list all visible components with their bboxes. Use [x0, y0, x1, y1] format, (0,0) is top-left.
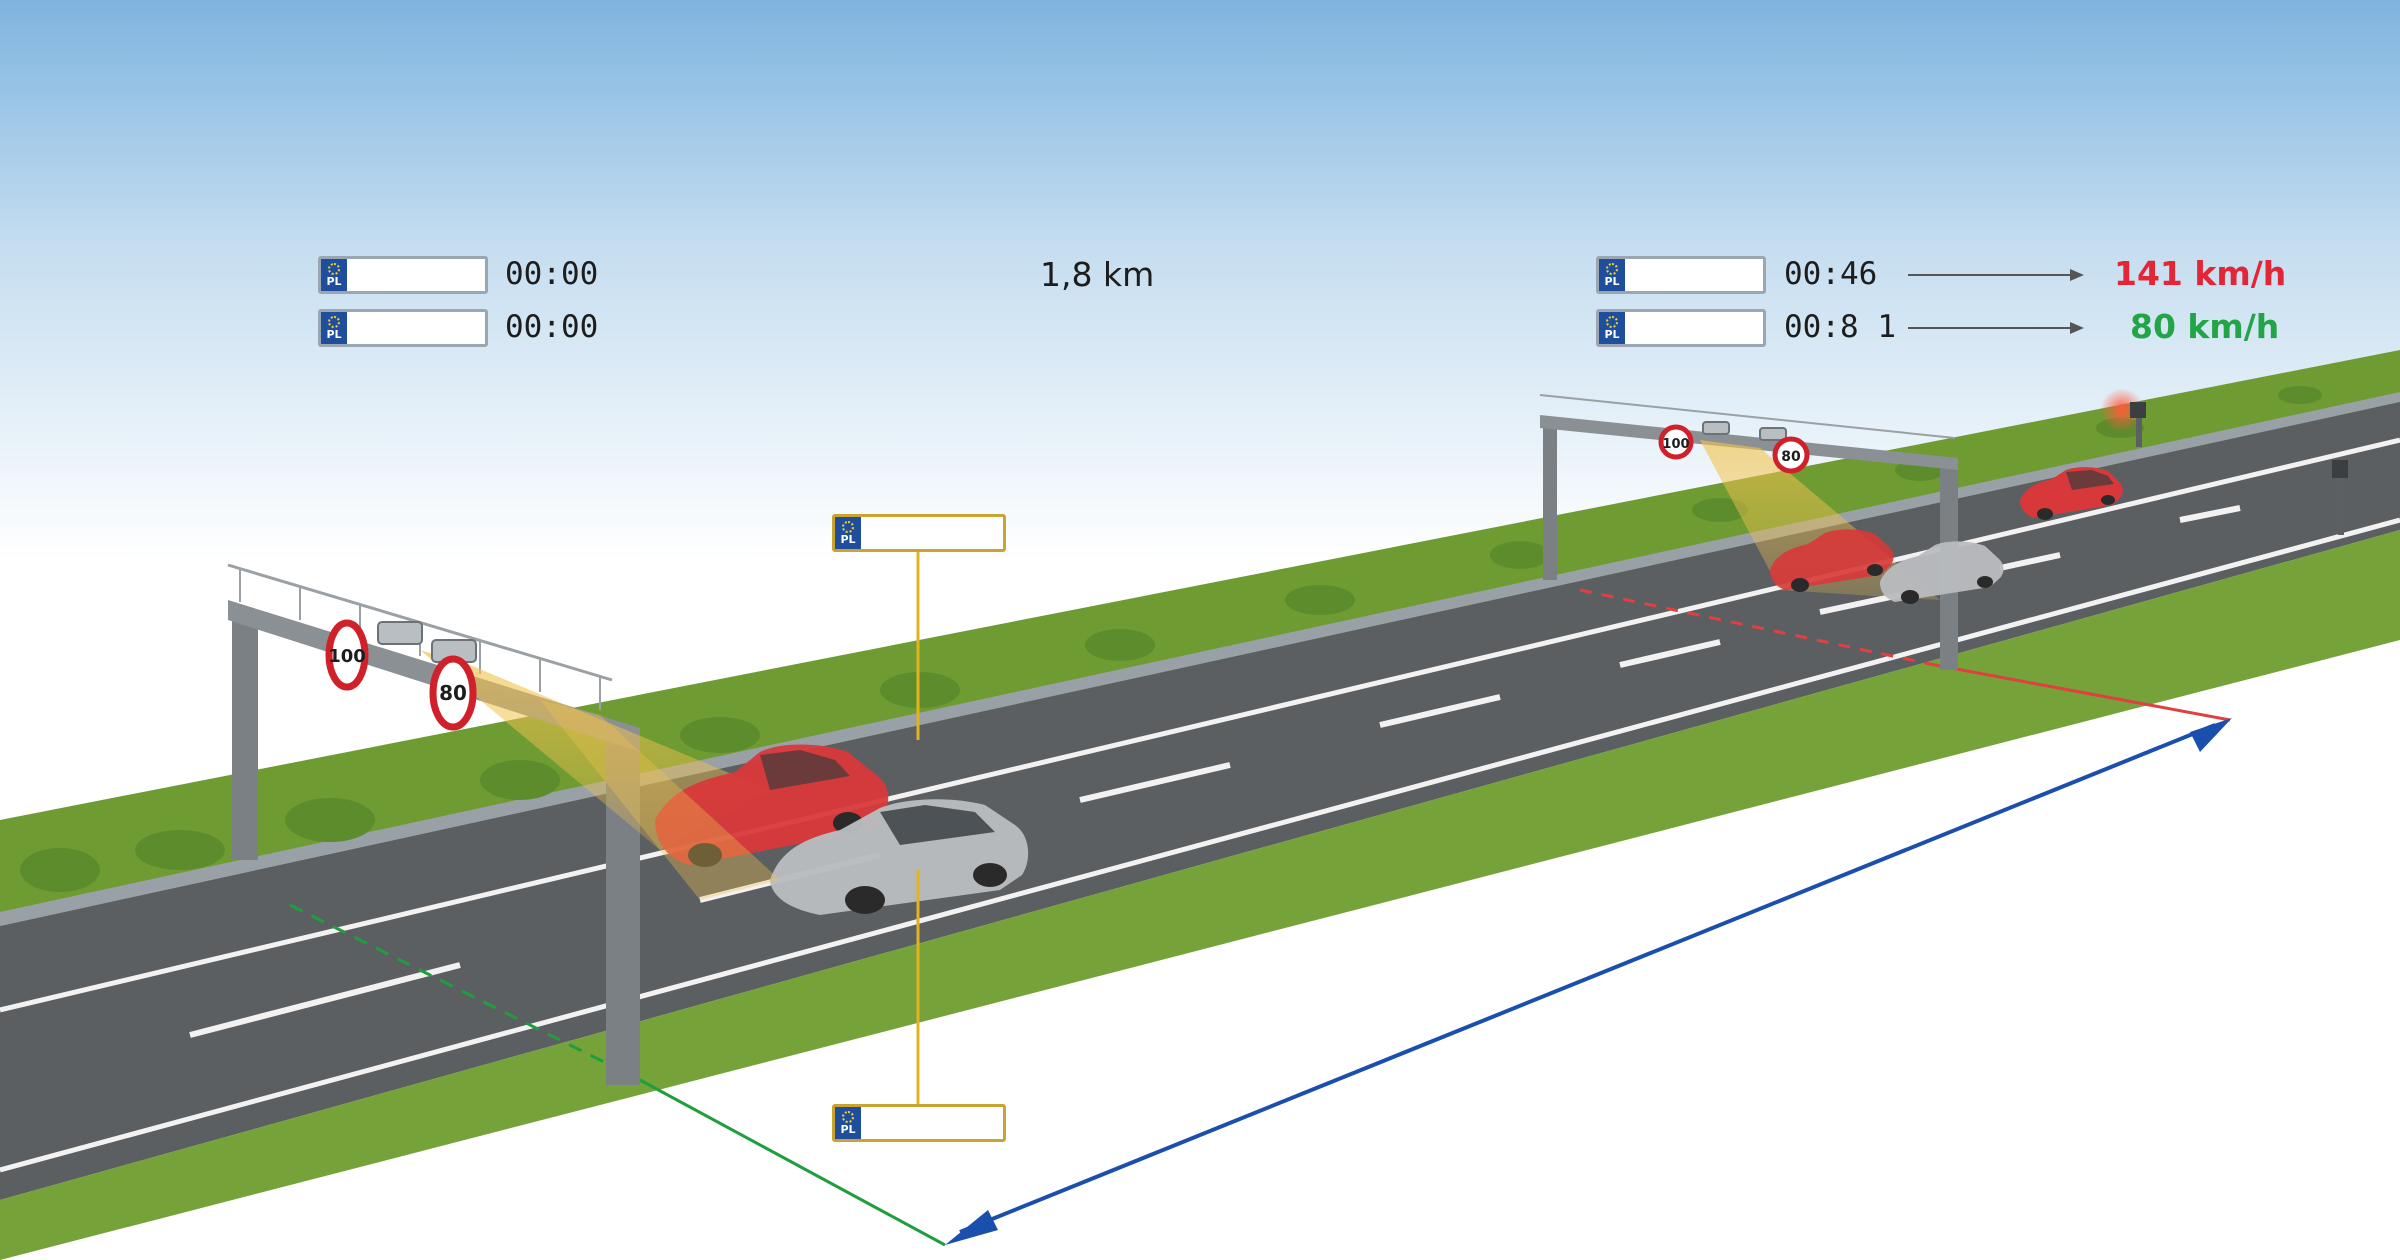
silver-car-entry — [770, 799, 1029, 915]
entry-ground-line — [639, 1078, 946, 1247]
exit-plate-1: PL — [1596, 256, 1766, 294]
distance-arrow — [945, 718, 2232, 1245]
entry-sign-80: 80 — [429, 655, 477, 731]
svg-text:80: 80 — [1781, 449, 1801, 465]
silver-car-plate-callout: PL — [832, 1104, 1006, 1142]
exit-time-2: 00:8 1 — [1784, 309, 1896, 345]
eu-band: PL — [835, 1107, 861, 1139]
entry-plate-2: PL — [318, 309, 488, 347]
eu-band: PL — [321, 312, 347, 344]
exit-sign-100: 100 — [1658, 424, 1694, 460]
entry-beam-overlay — [540, 700, 780, 900]
entry-sign-100: 100 — [325, 619, 369, 691]
svg-text:100: 100 — [1662, 437, 1689, 452]
exit-sign-80: 80 — [1772, 436, 1810, 474]
speed-within-limit: 80 km/h — [2130, 307, 2280, 346]
exit-time-1: 00:46 — [1784, 256, 1878, 292]
result-arrow-1 — [1908, 269, 2084, 281]
section-distance: 1,8 km — [1040, 255, 1155, 294]
entry-time-2: 00:00 — [505, 309, 599, 345]
eu-band: PL — [1599, 259, 1625, 291]
near-verge — [0, 530, 2400, 1260]
svg-text:100: 100 — [328, 646, 366, 667]
svg-text:80: 80 — [439, 681, 467, 705]
eu-band: PL — [835, 517, 861, 549]
hedge-row — [20, 386, 2322, 892]
exit-section-line — [1579, 588, 1936, 667]
red-car-exit — [1770, 529, 1894, 592]
red-car-plate-callout: PL — [832, 514, 1006, 552]
eu-band: PL — [1599, 312, 1625, 344]
entry-plate-1: PL — [318, 256, 488, 294]
red-car-far — [2020, 467, 2123, 520]
silver-car-exit — [1880, 541, 2004, 604]
exit-ground-line — [1934, 663, 2231, 722]
road-surface — [0, 402, 2400, 1200]
eu-band: PL — [321, 259, 347, 291]
entry-section-line — [289, 903, 641, 1082]
exit-plate-2: PL — [1596, 309, 1766, 347]
entry-time-1: 00:00 — [505, 256, 599, 292]
result-arrow-2 — [1908, 322, 2084, 334]
roadside-camera-post — [2100, 388, 2348, 535]
speed-over-limit: 141 km/h — [2114, 254, 2287, 293]
